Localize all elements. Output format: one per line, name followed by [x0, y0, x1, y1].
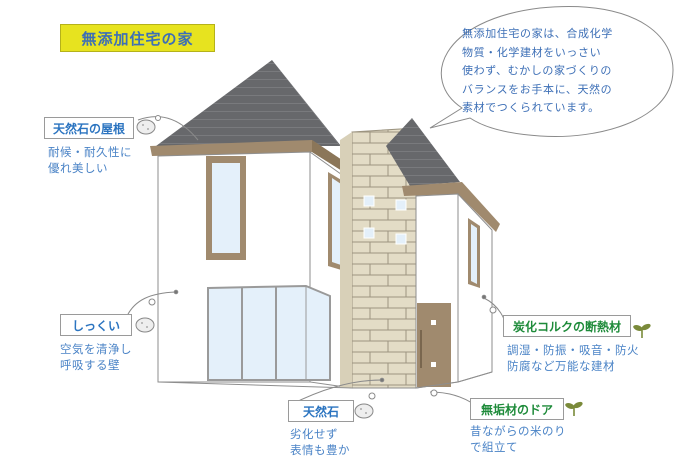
bubble-line: バランスをお手本に、天然の — [462, 82, 613, 96]
speech-bubble — [429, 6, 674, 137]
callout-roof-label: 天然石の屋根 — [44, 117, 134, 139]
bubble-line: 使わず、むかしの家づくりの — [462, 64, 613, 78]
desc-line: 表情も豊か — [290, 443, 350, 457]
callout-stone-desc: 劣化せず 表情も豊か — [290, 426, 350, 458]
callout-cork-desc: 調湿・防振・吸音・防火 防腐など万能な建材 — [507, 342, 639, 374]
stone-icon — [354, 403, 374, 419]
bubble-line: 素材でつくられています。 — [462, 101, 600, 115]
callout-roof-desc: 耐候・耐久性に 優れ美しい — [48, 144, 132, 176]
sprout-icon — [633, 323, 651, 338]
right-eave — [402, 182, 500, 232]
desc-line: で組立て — [470, 440, 518, 454]
stone-icon — [136, 119, 156, 135]
callout-plaster-label: しっくい — [60, 314, 132, 336]
desc-line: 防腐など万能な建材 — [507, 359, 615, 373]
bubble-line: 物質・化学建材をいっさい — [462, 45, 602, 59]
callout-cork-label: 炭化コルクの断熱材 — [503, 315, 631, 337]
desc-line: 呼吸する壁 — [60, 358, 120, 372]
callout-stone-label: 天然石 — [288, 400, 354, 422]
desc-line: 調湿・防振・吸音・防火 — [507, 343, 639, 357]
upper-window-front — [206, 156, 246, 260]
stone-icon — [135, 317, 155, 333]
desc-line: 空気を清浄し — [60, 342, 132, 356]
desc-line: 昔ながらの米のり — [470, 424, 566, 438]
wooden-door — [417, 303, 451, 387]
speech-bubble-text: 無添加住宅の家は、合成化学 物質・化学建材をいっさい 使わず、むかしの家づくりの… — [462, 25, 642, 118]
page-title: 無添加住宅の家 — [60, 24, 215, 52]
callout-door-label: 無垢材のドア — [470, 398, 564, 420]
callout-plaster-desc: 空気を清浄し 呼吸する壁 — [60, 341, 132, 373]
sprout-icon — [565, 401, 583, 416]
lower-window — [207, 284, 331, 381]
desc-line: 優れ美しい — [48, 161, 108, 175]
right-roof — [386, 118, 460, 186]
callout-door-desc: 昔ながらの米のり で組立て — [470, 423, 566, 455]
desc-line: 耐候・耐久性に — [48, 145, 132, 159]
bubble-line: 無添加住宅の家は、合成化学 — [462, 27, 613, 40]
desc-line: 劣化せず — [290, 427, 338, 441]
